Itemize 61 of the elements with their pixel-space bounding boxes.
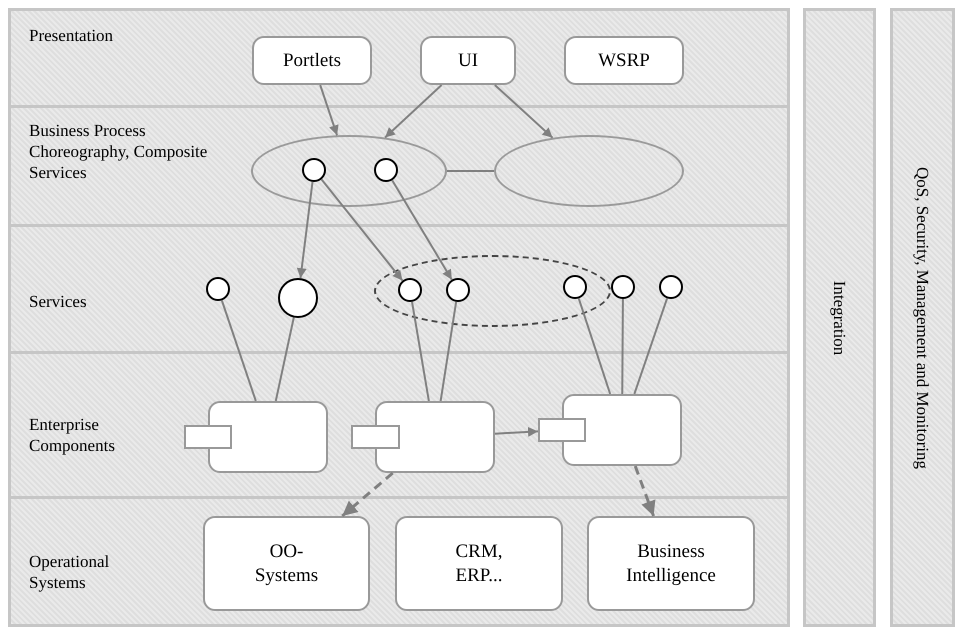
service-circle: [659, 275, 683, 299]
arrow: [320, 178, 404, 282]
service-circle: [611, 275, 635, 299]
system-box: [252, 36, 372, 85]
service-circle: [563, 275, 587, 299]
connector-line: [440, 302, 458, 402]
layer-label: Operational Systems: [29, 551, 110, 593]
process-ellipse: [251, 135, 447, 207]
layer-band: [8, 496, 790, 627]
arrow: [319, 84, 339, 136]
connector-line: [578, 298, 612, 394]
arrow: [384, 84, 442, 138]
system-box: [203, 516, 370, 611]
box-label: Portlets: [282, 48, 342, 72]
service-group-ellipse: [374, 255, 611, 327]
layer-band: [890, 8, 955, 627]
process-ellipse: [494, 135, 684, 207]
connector-line: [633, 298, 668, 394]
layer-band: [8, 8, 790, 108]
system-box: [564, 36, 684, 85]
box-label: UI: [456, 48, 480, 72]
arrow: [494, 84, 554, 138]
box-label: Business Intelligence: [625, 540, 717, 588]
component-box: [375, 401, 495, 473]
layer-label: Presentation: [29, 25, 114, 46]
layer-band: [8, 224, 790, 354]
service-circle: [206, 277, 230, 301]
component-box: [208, 401, 328, 473]
system-box: [395, 516, 563, 611]
box-label: WSRP: [597, 48, 651, 72]
box-label: OO- Systems: [254, 540, 320, 588]
service-circle: [398, 278, 422, 302]
service-circle: [446, 278, 470, 302]
arrow: [634, 465, 656, 517]
arrow: [296, 182, 314, 278]
layer-band: [8, 105, 790, 227]
interface-port: [538, 418, 586, 442]
layer-band: [803, 8, 876, 627]
box-label: CRM, ERP...: [454, 540, 504, 588]
layer-label: Services: [29, 291, 88, 312]
layer-label: QoS, Security, Management and Monitoring: [912, 166, 933, 468]
layer-label: Enterprise Components: [29, 414, 116, 456]
system-box: [420, 36, 516, 85]
service-circle: [302, 158, 326, 182]
layer-label: Business Process Choreography, Composite Services: [29, 120, 208, 183]
service-circle: [374, 158, 398, 182]
arrow: [391, 180, 453, 280]
arrow: [341, 472, 394, 518]
connector-line: [447, 170, 494, 172]
arrow: [494, 426, 538, 437]
component-box: [562, 394, 682, 466]
connector-line: [220, 300, 257, 402]
connector-line: [621, 299, 624, 394]
interface-port: [184, 425, 232, 449]
system-box: [587, 516, 755, 611]
layer-label: Integration: [829, 280, 850, 355]
service-circle: [278, 278, 318, 318]
connector-line: [411, 302, 430, 402]
connector-line: [274, 317, 295, 402]
interface-port: [351, 425, 400, 449]
layer-band: [8, 351, 790, 499]
